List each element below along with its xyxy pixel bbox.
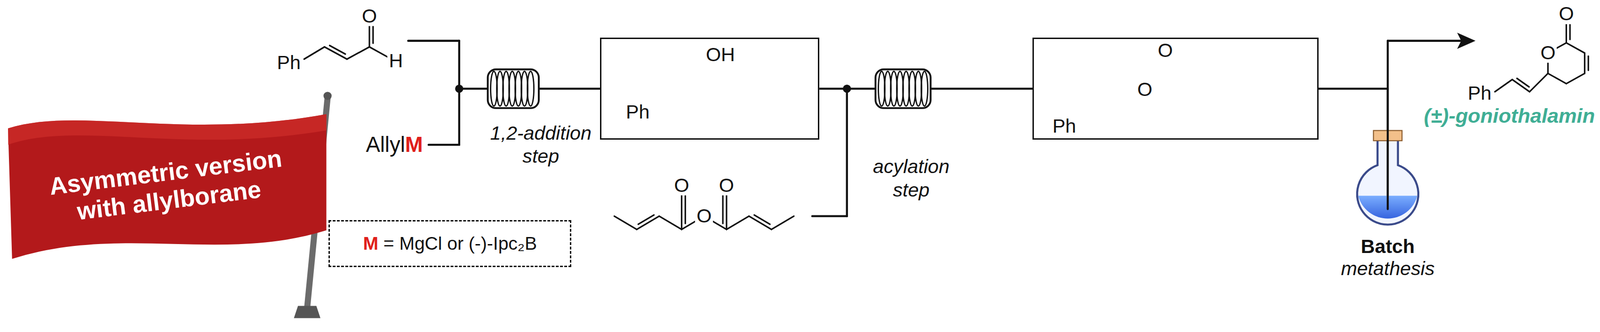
pole-base [294,305,321,319]
bond-line [754,215,770,225]
flow-lines [408,32,1476,216]
coil-winding [921,71,928,107]
round-bottom-flask [1357,88,1419,225]
bond-line [372,26,374,44]
bond-line [721,195,724,224]
atom-label: H [387,51,405,71]
step-label: acylation step [855,155,968,202]
atom-label: Ph [624,102,651,122]
coil-winding [527,71,535,107]
atom-label: Ph [275,53,302,73]
flow-line [1387,40,1462,42]
coil-reactor [487,69,539,108]
flask-label: metathesis [1340,259,1435,280]
coil-reactor [875,69,931,108]
bond-line [1569,24,1571,40]
step-label: 1,2-addition step [474,121,608,168]
bond-line [725,189,728,230]
bond-line [1547,73,1567,84]
intermediate-box: OO Ph [1032,37,1319,140]
bond-line [304,47,325,60]
bond-line [614,216,637,230]
junction-dot [842,84,851,93]
metal-symbol: M [362,233,379,255]
bond-line [1566,73,1585,84]
atom-label: O [1557,4,1576,24]
metal-definition: = MgCl or (-)-Ipc₂B [383,233,537,255]
flask-label: Batch [1360,237,1415,257]
atom-label: O [1156,41,1175,61]
bond-line [329,45,345,55]
atom-label: Ph [1050,116,1078,136]
bond-line [638,215,654,225]
flow-line [1318,87,1388,90]
bond-line [771,216,794,230]
atom-label: O [360,6,379,26]
bond-line [1584,53,1586,74]
bond-line [368,22,370,48]
atom-label: Ph [1466,84,1493,104]
banner-flag: Asymmetric version with allylborane [8,110,327,264]
bond-line [1495,79,1513,92]
bond-line [726,216,750,230]
bond-line [659,216,682,230]
structures [304,20,1589,230]
atom-label: O [1538,43,1557,63]
bond-line [1566,42,1585,54]
bond-line [684,195,687,224]
flow-line [846,88,848,217]
bond-line [1587,56,1590,71]
bond-line [1529,73,1548,92]
product-name: (±)-goniothalamin [1424,106,1595,127]
atom-label: O [1136,80,1154,100]
bond-line [369,47,388,58]
bond-line [1517,78,1530,88]
atom-label: O [695,206,713,226]
metal-key-box: M= MgCl or (-)-Ipc₂B [328,220,572,268]
flask-tube [1386,88,1389,210]
reagent-label: Allyl [365,134,405,156]
flag-shade [8,114,327,145]
flow-line [428,144,460,146]
intermediate-box: OH Ph [600,37,820,140]
flow-line [1386,40,1389,210]
bond-line [680,189,683,230]
coil-body [875,69,931,108]
flow-line [458,40,461,145]
coil-body [487,69,539,108]
bond-line [346,47,370,60]
atom-label: O [717,176,736,196]
junction-dot [455,84,464,93]
reagent-metal: M [405,134,424,156]
flow-line [408,40,459,42]
flag-cloth [8,114,327,260]
flow-line [812,215,848,218]
atom-label: O [672,176,691,196]
arrow-head [1456,32,1476,49]
atom-label: OH [704,45,737,65]
pole-knob [323,91,332,100]
